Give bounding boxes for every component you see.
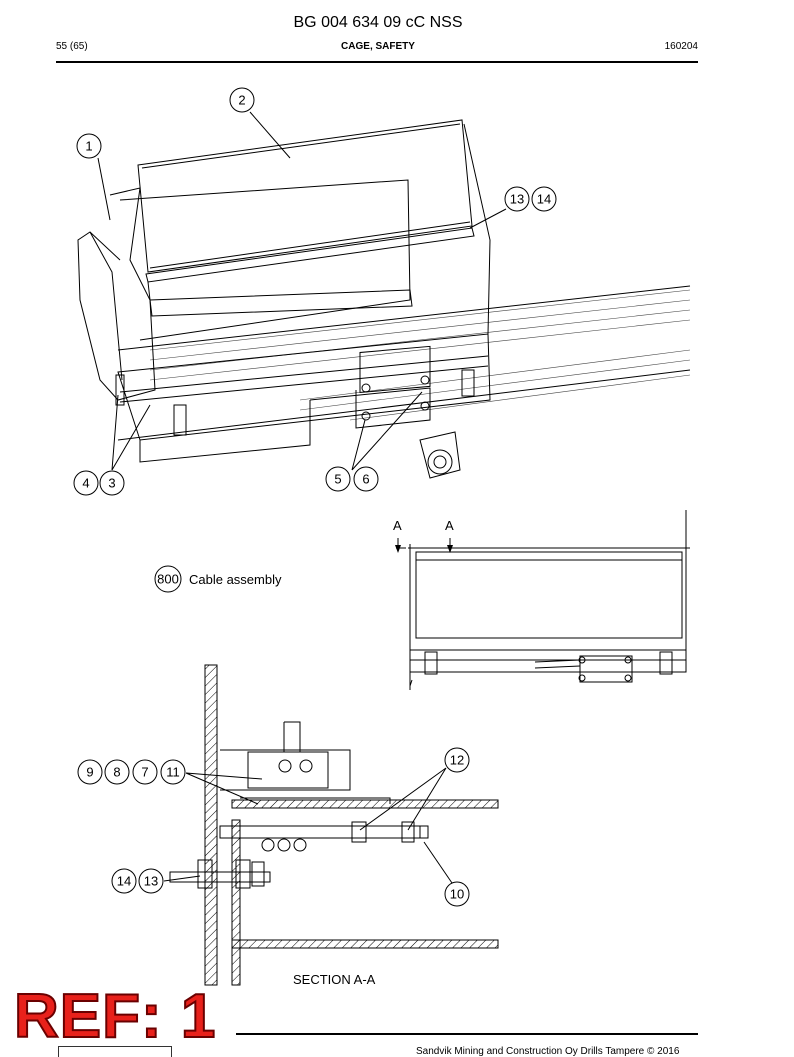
callout-14: 14 (531, 186, 557, 212)
callout-12: 12 (444, 747, 470, 773)
section-title: CAGE, SAFETY (341, 41, 415, 52)
svg-text:9: 9 (86, 765, 93, 780)
svg-text:13: 13 (510, 192, 524, 207)
callout-3: 3 (99, 470, 125, 496)
section-aa-view (169, 664, 499, 986)
callout-6: 6 (353, 466, 379, 492)
callout-9: 9 (77, 759, 103, 785)
callout-1: 1 (76, 133, 102, 159)
callout-8: 8 (104, 759, 130, 785)
callout-2: 2 (229, 87, 255, 113)
svg-text:12: 12 (450, 753, 464, 768)
svg-text:5: 5 (334, 472, 341, 487)
footer-copyright: Sandvik Mining and Construction Oy Drill… (416, 1046, 680, 1057)
svg-text:7: 7 (141, 765, 148, 780)
cage-isometric-view (77, 119, 691, 479)
callout-800: 800 (154, 565, 182, 593)
section-mark-right: A (445, 518, 454, 533)
cable-assembly-label: Cable assembly (189, 572, 282, 587)
svg-text:6: 6 (362, 472, 369, 487)
svg-text:11: 11 (166, 765, 180, 780)
callout-14: 14 (111, 868, 137, 894)
callout-13: 13 (504, 186, 530, 212)
svg-text:1: 1 (85, 139, 92, 154)
svg-text:8: 8 (113, 765, 120, 780)
page-number: 55 (65) (56, 41, 88, 52)
leader-lines-iso (97, 111, 507, 471)
callout-5: 5 (325, 466, 351, 492)
svg-text:4: 4 (82, 476, 89, 491)
company-logo (58, 1046, 172, 1057)
footer-rule (236, 1033, 698, 1035)
ref-stamp: REF: 1 (13, 982, 217, 1051)
callout-11: 11 (160, 759, 186, 785)
svg-text:10: 10 (450, 887, 464, 902)
svg-text:13: 13 (144, 874, 158, 889)
callout-4: 4 (73, 470, 99, 496)
svg-text:14: 14 (117, 874, 131, 889)
section-caption: SECTION A-A (293, 972, 376, 987)
svg-text:2: 2 (238, 93, 245, 108)
document-date: 160204 (664, 41, 698, 52)
svg-text:14: 14 (537, 192, 551, 207)
svg-text:3: 3 (108, 476, 115, 491)
front-elevation-view (395, 510, 690, 690)
callout-7: 7 (132, 759, 158, 785)
section-mark-left: A (393, 518, 402, 533)
svg-text:800: 800 (157, 572, 179, 587)
header-rule (56, 61, 698, 63)
callout-13: 13 (138, 868, 164, 894)
callout-10: 10 (444, 881, 470, 907)
document-title: BG 004 634 09 cC NSS (293, 14, 463, 31)
leader-lines-section (163, 767, 453, 884)
